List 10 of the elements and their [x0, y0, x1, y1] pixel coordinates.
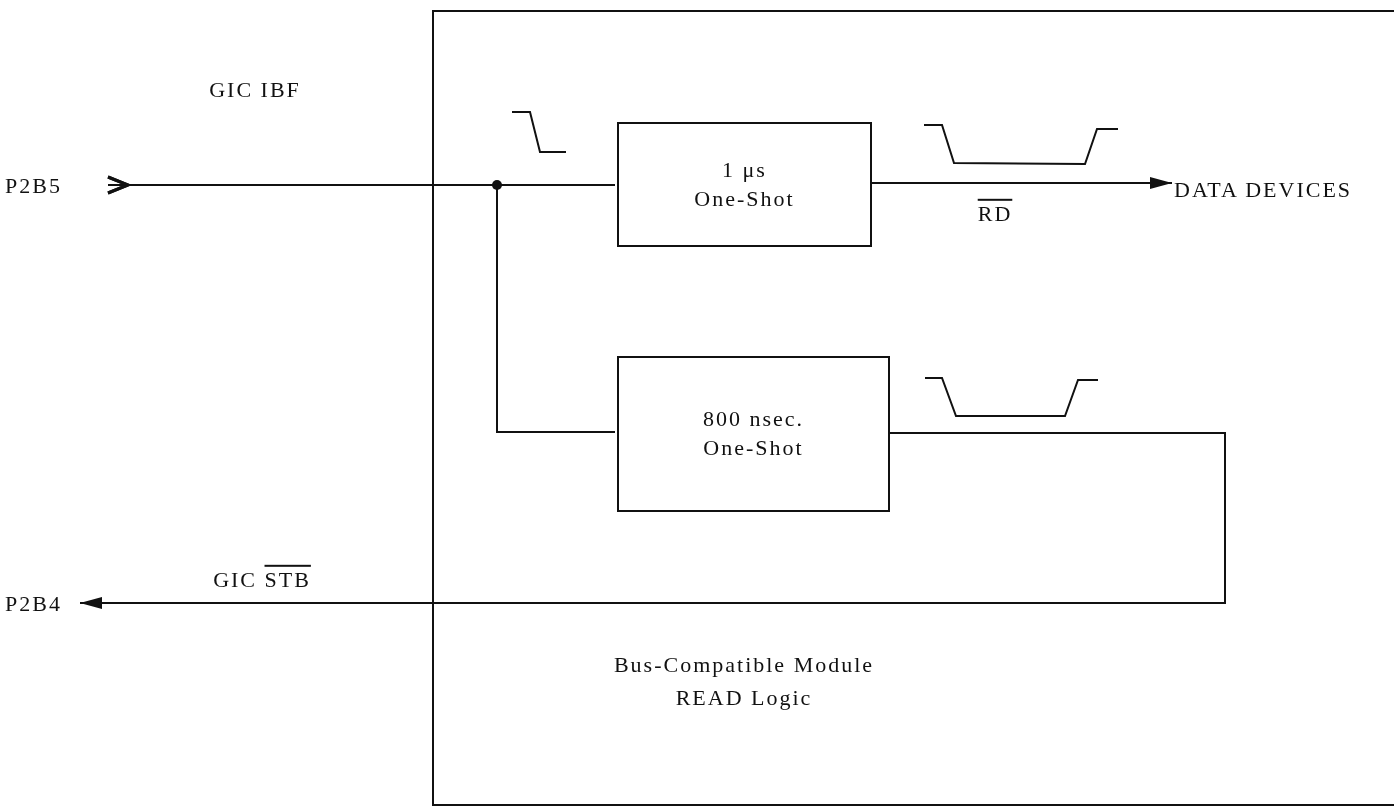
one-shot-block: 1 μs One-Shot	[617, 122, 872, 247]
signal-label: P2B5	[5, 172, 108, 200]
signal-line	[869, 177, 1173, 189]
signal-line	[79, 432, 1226, 609]
signal-label: P2B4	[5, 590, 80, 618]
signal-label: DATA DEVICES	[1174, 158, 1369, 222]
one-shot-block: 800 nsec. One-Shot	[617, 356, 890, 512]
signal-line	[106, 175, 616, 433]
module-frame	[432, 10, 1394, 806]
module-title: Bus-Compatible Module READ Logic	[612, 651, 876, 712]
